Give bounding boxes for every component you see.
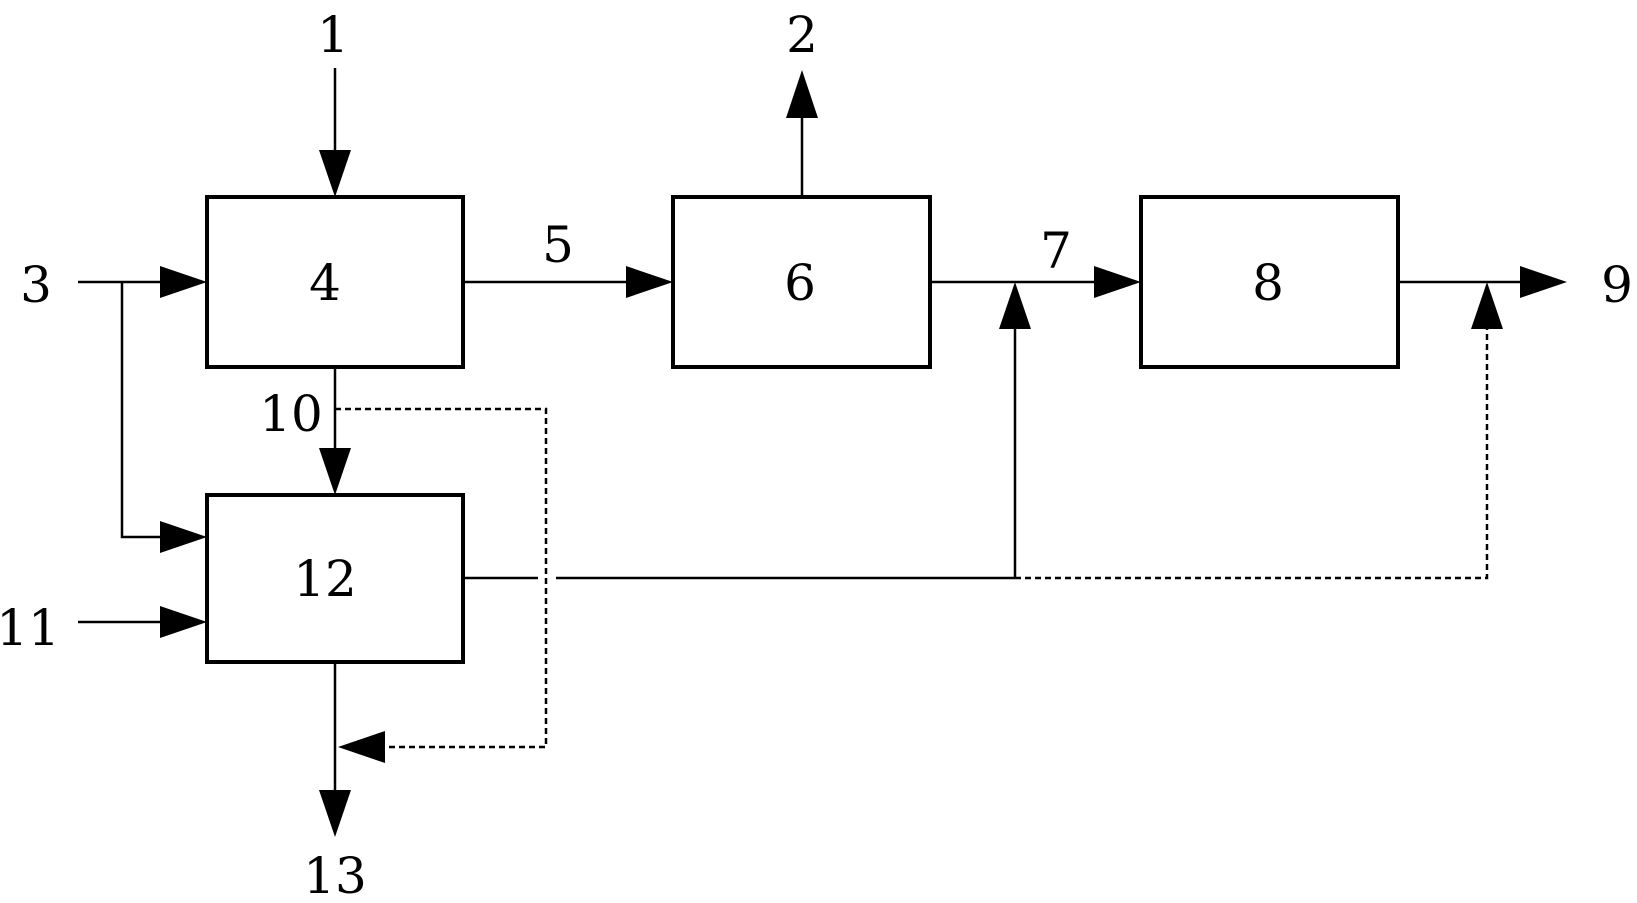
stream-label-3: 3 — [20, 256, 52, 314]
process-box-12: 12 — [205, 493, 465, 664]
process-box-6: 6 — [671, 195, 932, 369]
stream-5-arrow — [463, 266, 673, 298]
stream-label-5: 5 — [542, 216, 574, 274]
dashed-line-to-9 — [1015, 282, 1503, 580]
process-box-4: 4 — [205, 195, 465, 369]
stream-label-9: 9 — [1601, 256, 1633, 314]
stream-10-arrow — [319, 367, 351, 495]
stream-2-arrow — [786, 70, 818, 197]
box-8-label: 8 — [1252, 254, 1284, 312]
stream-11-arrow — [78, 606, 207, 638]
box-6-label: 6 — [784, 254, 816, 312]
stream-9-arrow — [1398, 266, 1567, 298]
stream-label-13: 13 — [303, 847, 367, 903]
stream-label-10: 10 — [259, 385, 323, 443]
stream-13-arrow — [319, 662, 351, 837]
stream-label-11: 11 — [0, 599, 60, 657]
dashed-bypass-10-to-13 — [335, 407, 548, 763]
stream-7-arrow — [930, 266, 1141, 298]
process-box-8: 8 — [1139, 195, 1400, 369]
stream-1-arrow — [319, 68, 351, 197]
stream-label-1: 1 — [317, 6, 349, 64]
stream-label-7: 7 — [1040, 222, 1072, 280]
box-4-label: 4 — [309, 254, 341, 312]
recycle-line-12-to-7 — [463, 282, 1031, 580]
box-12-label: 12 — [293, 550, 357, 608]
stream-3-arrow — [78, 266, 207, 553]
stream-label-2: 2 — [786, 6, 818, 64]
